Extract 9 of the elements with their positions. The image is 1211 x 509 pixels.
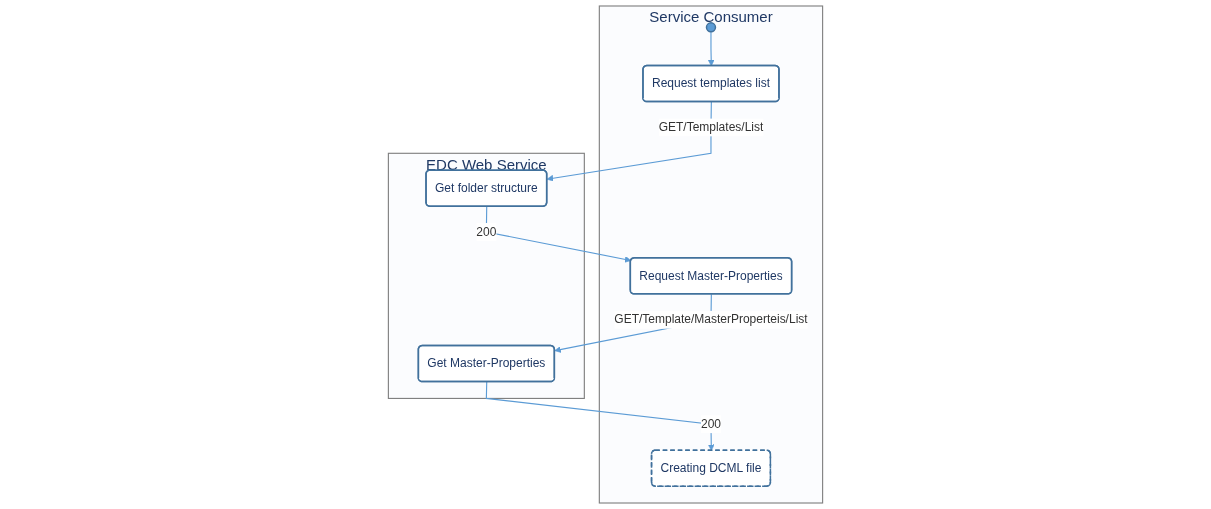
- arrow: [546, 101, 712, 182]
- edge-label: 200: [700, 417, 721, 431]
- edge-label: GET/Templates/List: [658, 120, 764, 134]
- node-circle: [705, 22, 717, 33]
- edge-label: GET/Template/MasterProperteis/List: [614, 312, 808, 326]
- edge-label: 200: [476, 225, 497, 239]
- arrow: [485, 381, 715, 451]
- arrow: [485, 205, 632, 263]
- arrow: [707, 31, 715, 67]
